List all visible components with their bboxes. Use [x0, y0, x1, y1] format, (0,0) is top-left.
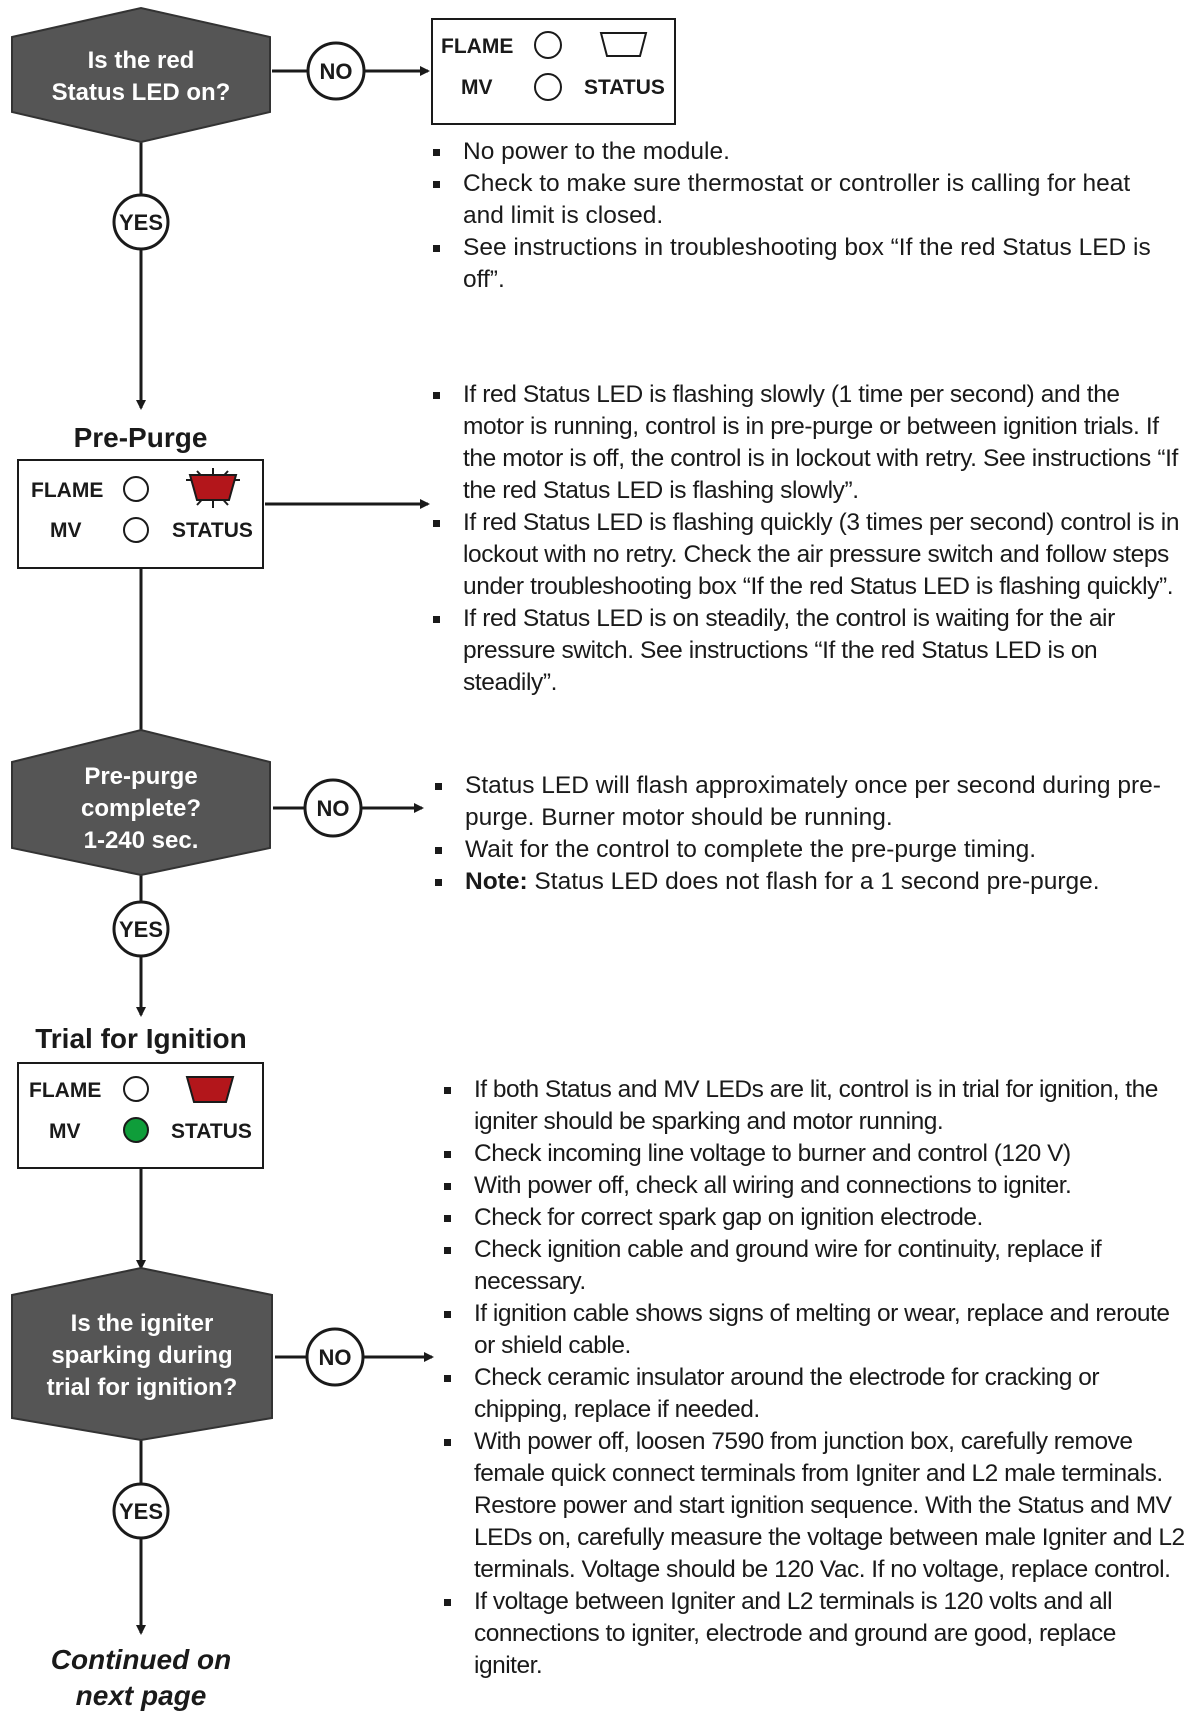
mv-led-off — [534, 73, 562, 101]
list-item: Check ignition cable and ground wire for… — [444, 1234, 1188, 1298]
flame-led-off — [534, 31, 562, 59]
mv-label: MV — [50, 519, 82, 542]
list-item: If red Status LED is on steadily, the co… — [433, 603, 1185, 699]
list-item: If red Status LED is flashing quickly (3… — [433, 507, 1185, 603]
note-text: Status LED does not flash for a 1 second… — [527, 868, 1100, 895]
list-item: See instructions in troubleshooting box … — [433, 232, 1153, 296]
status-label: STATUS — [584, 76, 665, 99]
decision-red-status-led-text: Is the red Status LED on? — [20, 45, 262, 109]
status-led-off — [599, 32, 648, 57]
decision-red-status-led — [11, 6, 271, 144]
no-label-2: NO — [316, 796, 350, 821]
list-item: If red Status LED is flashing slowly (1 … — [433, 379, 1185, 507]
list-item: Check incoming line voltage to burner an… — [444, 1138, 1188, 1170]
flame-label: FLAME — [29, 1079, 102, 1102]
decision-line: Status LED on? — [51, 79, 231, 106]
decision-igniter-sparking — [11, 1266, 273, 1442]
no-power-notes: No power to the module. Check to make su… — [433, 136, 1153, 296]
yes-circle-2 — [112, 900, 170, 958]
flame-label: FLAME — [441, 35, 514, 58]
list-item: No power to the module. — [433, 136, 1153, 168]
trial-for-ignition-title: Trial for Ignition — [35, 1023, 247, 1054]
decision-line: complete? — [80, 795, 202, 822]
mv-label: MV — [461, 76, 493, 99]
decision-line: Is the red — [87, 47, 195, 74]
mv-label: MV — [49, 1120, 81, 1143]
list-item: Check to make sure thermostat or control… — [433, 168, 1153, 232]
flame-label: FLAME — [31, 479, 104, 502]
continued-line: Continued on — [50, 1644, 232, 1675]
list-item: If ignition cable shows signs of melting… — [444, 1298, 1188, 1362]
continued-note: Continued on next page — [10, 1642, 272, 1714]
prepurge-wait-notes: Status LED will flash approximately once… — [435, 770, 1185, 898]
no-circle-2 — [303, 778, 363, 838]
yes-label-2: YES — [118, 917, 164, 942]
decision-line: Pre-purge — [84, 763, 198, 790]
list-item: Note: Status LED does not flash for a 1 … — [435, 866, 1185, 898]
decision-line: sparking during — [51, 1342, 233, 1369]
mv-led-trial-green — [123, 1117, 149, 1143]
yes-label-1: YES — [118, 210, 164, 235]
yes-circle-1 — [112, 193, 170, 251]
list-item: Wait for the control to complete the pre… — [435, 834, 1185, 866]
decision-igniter-text: Is the igniter sparking during trial for… — [20, 1308, 264, 1404]
mv-led-prepurge — [123, 517, 149, 543]
igniter-notes: If both Status and MV LEDs are lit, cont… — [444, 1074, 1188, 1682]
no-label-3: NO — [318, 1345, 352, 1370]
decision-prepurge-complete — [11, 728, 271, 877]
list-item: With power off, loosen 7590 from junctio… — [444, 1426, 1188, 1586]
decision-line: Is the igniter — [70, 1310, 214, 1337]
status-label: STATUS — [171, 1120, 252, 1143]
decision-line: 1-240 sec. — [83, 827, 199, 854]
flame-led-trial — [123, 1076, 149, 1102]
decision-line: trial for ignition? — [46, 1374, 238, 1401]
note-label: Note: — [465, 868, 528, 895]
no-circle-1 — [306, 41, 366, 101]
no-circle-3 — [305, 1327, 365, 1387]
list-item: If both Status and MV LEDs are lit, cont… — [444, 1074, 1188, 1138]
decision-prepurge-text: Pre-purge complete? 1-240 sec. — [20, 761, 262, 857]
status-label: STATUS — [172, 519, 253, 542]
continued-line: next page — [75, 1680, 207, 1711]
yes-circle-3 — [112, 1482, 170, 1540]
pre-purge-notes: If red Status LED is flashing slowly (1 … — [433, 379, 1185, 699]
list-item: If voltage between Igniter and L2 termin… — [444, 1586, 1188, 1682]
yes-label-3: YES — [118, 1499, 164, 1524]
status-led-flashing — [186, 468, 240, 508]
no-label-1: NO — [319, 59, 353, 84]
status-led-red — [185, 1076, 235, 1103]
flame-led-prepurge — [123, 476, 149, 502]
list-item: Status LED will flash approximately once… — [435, 770, 1185, 834]
list-item: With power off, check all wiring and con… — [444, 1170, 1188, 1202]
pre-purge-title: Pre-Purge — [73, 422, 208, 453]
list-item: Check for correct spark gap on ignition … — [444, 1202, 1188, 1234]
list-item: Check ceramic insulator around the elect… — [444, 1362, 1188, 1426]
